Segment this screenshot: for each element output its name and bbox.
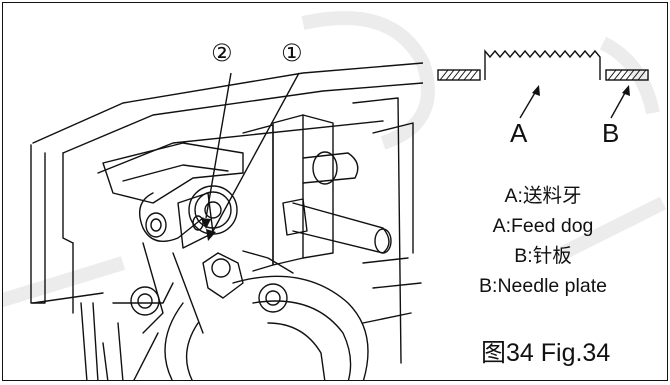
legend: A:送料牙 A:Feed dog B:针板 B:Needle plate [443,181,643,301]
inset-label-b: B [602,118,620,148]
figure-caption: 图34 Fig.34 [481,339,611,367]
callout-number-1: ① [281,39,303,67]
sewing-machine-drawing [30,62,423,380]
legend-line-feed-dog-cn: A:送料牙 [504,185,582,207]
legend-line-needle-plate-en: B:Needle plate [479,275,607,297]
figure-frame: ② ① A B A:送料牙 A:Feed dog B:针板 B:Needle p… [2,2,668,381]
legend-line-needle-plate-cn: B:针板 [514,245,572,267]
legend-line-feed-dog-en: A:Feed dog [492,215,594,237]
inset-label-a: A [510,118,528,148]
feed-dog-inset-diagram [437,49,649,119]
callout-number-2: ② [211,39,233,67]
